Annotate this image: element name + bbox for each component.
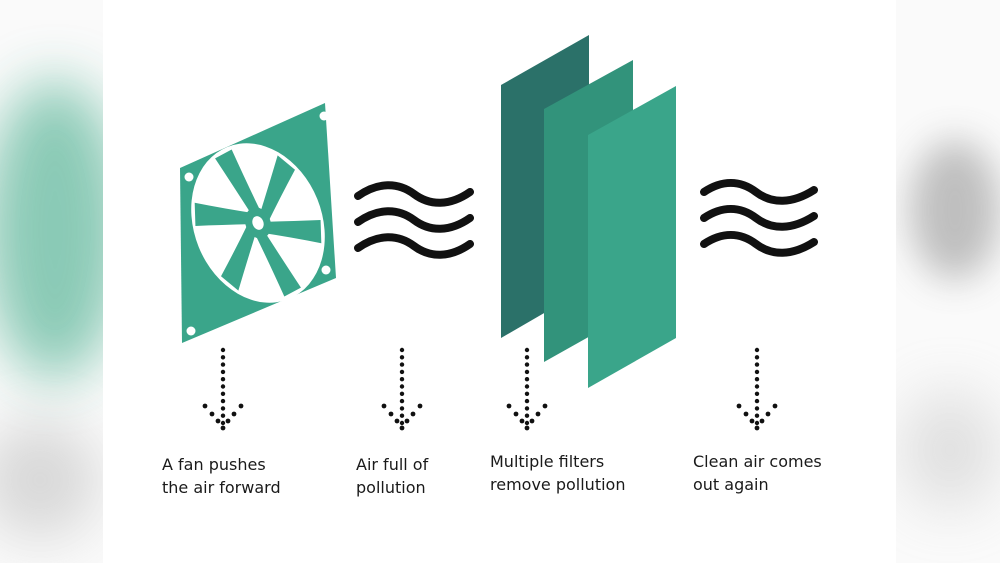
clean-air-waves-icon (700, 179, 818, 257)
step-caption-filters: Multiple filters remove pollution (490, 452, 626, 494)
dotted-arrow-icon (202, 347, 778, 431)
step-caption-clean-air: Clean air comes out again (693, 452, 822, 494)
down-arrow-2 (381, 347, 423, 431)
filter-panels-icon (501, 35, 676, 388)
down-arrow-1 (202, 347, 244, 431)
down-arrow-4 (736, 347, 778, 431)
down-arrow-3 (506, 347, 548, 431)
step-caption-fan: A fan pushes the air forward (162, 455, 281, 497)
step-caption-dirty-air: Air full of pollution (356, 455, 429, 497)
air-waves-icon (354, 181, 474, 259)
fan-icon (180, 103, 336, 343)
